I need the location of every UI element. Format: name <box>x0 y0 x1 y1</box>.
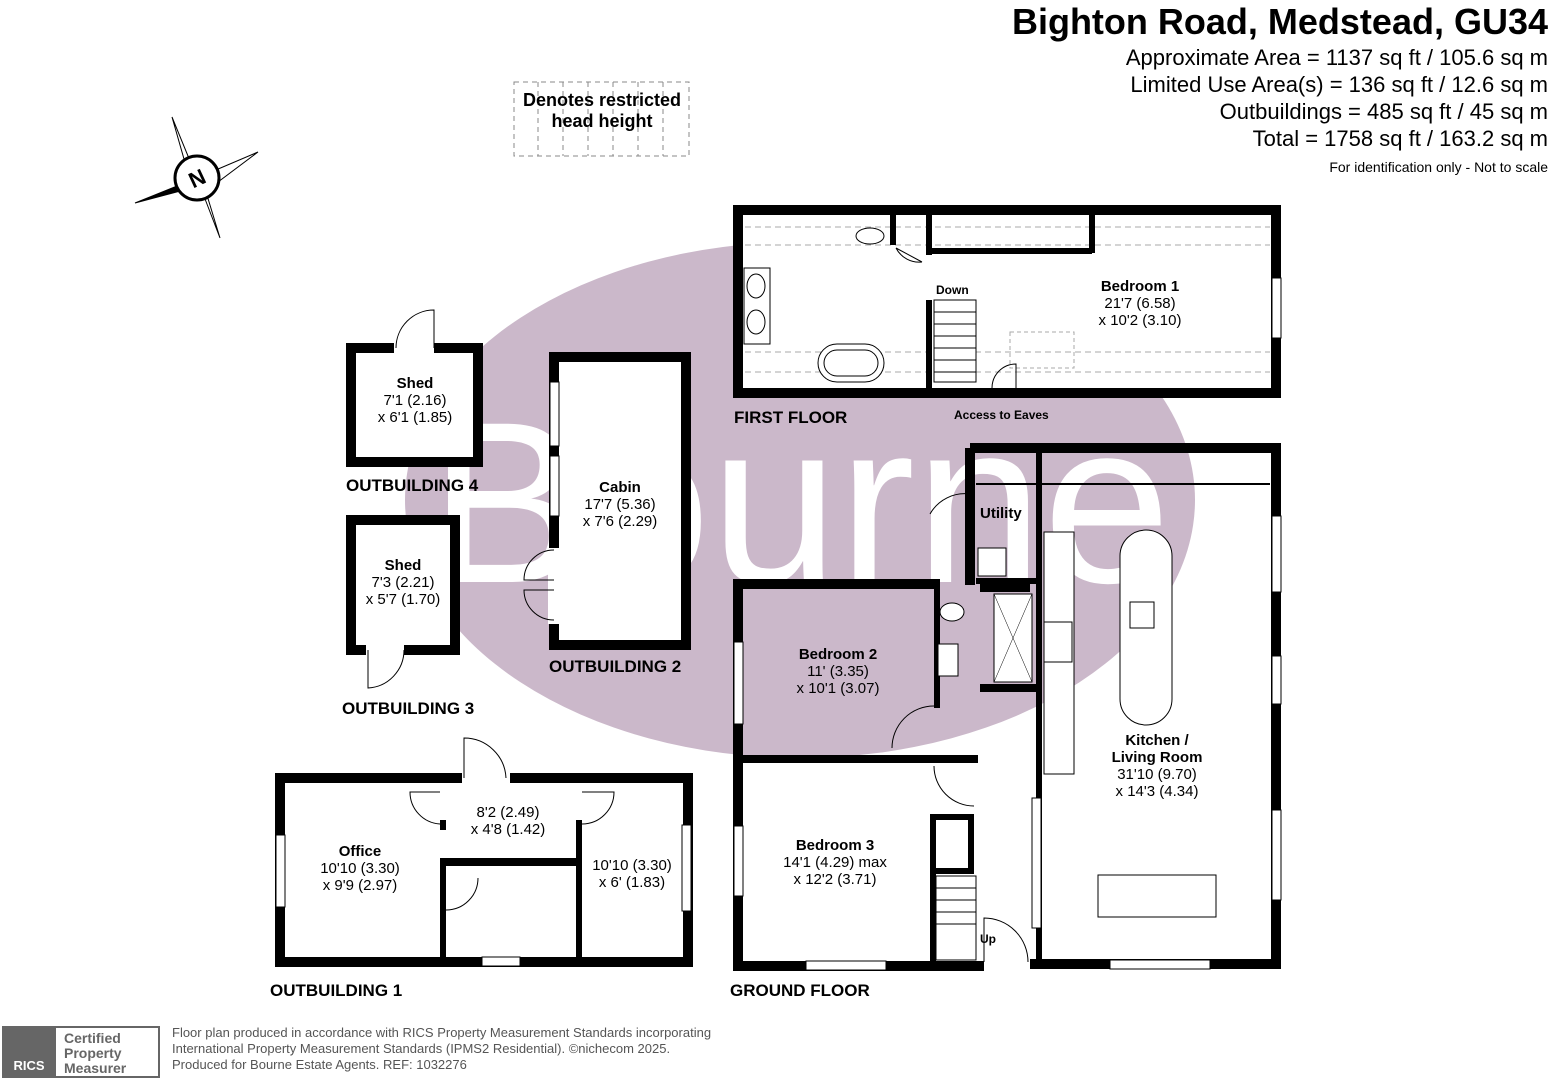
legend-text: Denotes restricted head height <box>514 90 690 132</box>
footer-line-3: Produced for Bourne Estate Agents. REF: … <box>172 1057 467 1072</box>
total-area: Total = 1758 sq ft / 163.2 sq m <box>1252 126 1548 151</box>
first-floor-label: FIRST FLOOR <box>734 408 848 427</box>
outbuilding-1-middle-label: 8'2 (2.49) x 4'8 (1.42) <box>470 804 546 838</box>
outbuilding-3-shape <box>346 515 460 689</box>
legend-line-2: head height <box>551 111 653 131</box>
outbuildings-area: Outbuildings = 485 sq ft / 45 sq m <box>1219 99 1548 124</box>
ground-floor <box>733 443 1282 971</box>
legend-box <box>513 81 690 157</box>
bedroom-1-label: Bedroom 1 21'7 (6.58) x 10'2 (3.10) <box>1098 278 1182 329</box>
footer-text: Floor plan produced in accordance with R… <box>172 1025 711 1073</box>
shed-3-label: Shed 7'3 (2.21) x 5'7 (1.70) <box>365 557 441 608</box>
bedroom-2-label: Bedroom 2 11' (3.35) x 10'1 (3.07) <box>796 646 880 697</box>
outbuilding-1-label: OUTBUILDING 1 <box>270 981 403 1000</box>
shed-4-label: Shed 7'1 (2.16) x 6'1 (1.85) <box>377 375 453 426</box>
bedroom-3-label: Bedroom 3 14'1 (4.29) max x 12'2 (3.71) <box>783 837 887 888</box>
stairs-up-label: Up <box>980 932 996 946</box>
legend-line-1: Denotes restricted <box>522 90 682 110</box>
header: Bighton Road, Medstead, GU34 Approximate… <box>1012 0 1548 178</box>
outbuilding-4-shape <box>346 309 483 467</box>
eaves-access-label: Access to Eaves <box>954 408 1049 422</box>
page-title: Bighton Road, Medstead, GU34 <box>1011 1 1548 42</box>
outbuilding-4-label: OUTBUILDING 4 <box>346 476 479 495</box>
footer-line-1: Floor plan produced in accordance with R… <box>172 1025 712 1040</box>
outbuilding-1-right-label: 10'10 (3.30) x 6' (1.83) <box>592 857 672 891</box>
stairs-down-label: Down <box>936 283 969 297</box>
limited-use-area: Limited Use Area(s) = 136 sq ft / 12.6 s… <box>1130 72 1548 97</box>
utility-label: Utility <box>980 505 1022 522</box>
outbuilding-2-shape <box>523 352 691 650</box>
rics-logo: RICS <box>2 1026 56 1078</box>
outbuilding-1-shape <box>275 737 693 967</box>
approximate-area: Approximate Area = 1137 sq ft / 105.6 sq… <box>1125 45 1548 70</box>
outbuilding-3-label: OUTBUILDING 3 <box>342 699 475 718</box>
ground-floor-label: GROUND FLOOR <box>730 981 870 1000</box>
outbuilding-2-label: OUTBUILDING 2 <box>549 657 682 676</box>
disclaimer: For identification only - Not to scale <box>1329 159 1548 175</box>
first-floor <box>733 205 1282 398</box>
footer-line-2: International Property Measurement Stand… <box>172 1041 671 1056</box>
office-label: Office 10'10 (3.30) x 9'9 (2.97) <box>320 843 400 894</box>
compass-icon: N <box>134 116 259 239</box>
kitchen-living-label: Kitchen / Living Room 31'10 (9.70) x 14'… <box>1111 732 1203 800</box>
cabin-label: Cabin 17'7 (5.36) x 7'6 (2.29) <box>582 479 658 530</box>
certified-property-measurer-badge: Certified Property Measurer <box>56 1026 160 1078</box>
